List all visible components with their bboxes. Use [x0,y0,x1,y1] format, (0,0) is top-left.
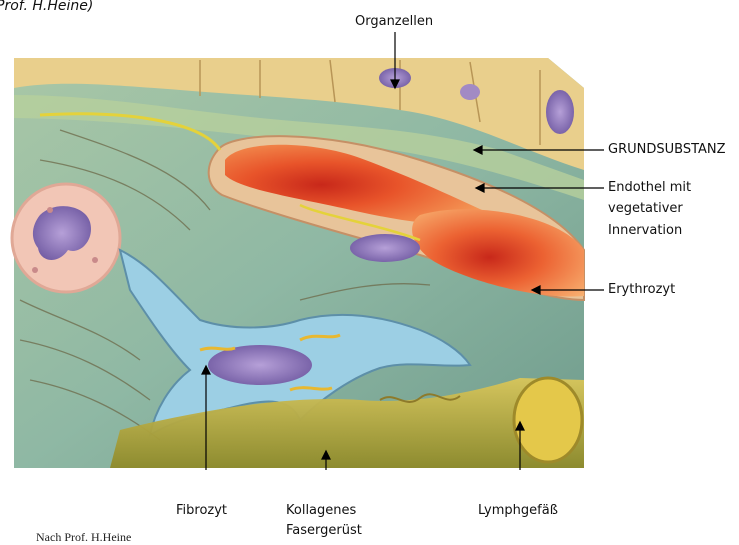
label-kollagenes-line2: Fasergerüst [286,522,362,540]
label-endothel-line2: vegetativer [608,200,683,218]
label-endothel-line3: Innervation [608,222,682,240]
label-lymphgefaess: Lymphgefäß [478,502,558,520]
label-kollagenes-line1: Kollagenes [286,502,356,520]
label-fibrozyt: Fibrozyt [176,502,227,520]
label-organzellen: Organzellen [355,13,433,31]
label-endothel-line1: Endothel mit [608,179,691,197]
white-blood-cell [12,184,120,292]
label-erythrozyt: Erythrozyt [608,281,675,299]
caption-bottom: Nach Prof. H.Heine [36,530,131,545]
label-grundsubstanz: GRUNDSUBSTANZ [608,141,726,159]
